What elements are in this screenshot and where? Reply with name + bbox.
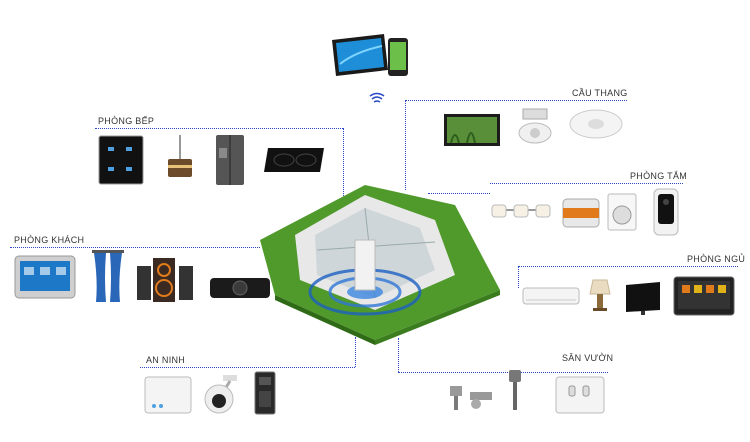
smartphone-icon [387, 37, 409, 77]
garden-lamp-icon [506, 370, 524, 412]
refrigerator-icon [215, 134, 245, 186]
tablet-icon [330, 32, 392, 78]
connector-living [10, 247, 260, 248]
smart-house-model [255, 180, 500, 345]
touch-switch-icon [98, 135, 144, 185]
washing-machine-icon [607, 193, 637, 231]
connector-stairs [405, 100, 627, 101]
connector-bathroom-2 [428, 193, 490, 194]
label-kitchen: PHÒNG BẾP [98, 116, 155, 126]
motion-sensor-icon [568, 108, 624, 140]
connector-security [140, 367, 355, 368]
table-lamp-icon [589, 278, 611, 312]
label-stairs: CẦU THANG [572, 88, 628, 98]
sprinkler-icon [446, 382, 496, 412]
curtain-icon [92, 250, 124, 302]
aquarium-icon [443, 113, 501, 147]
wall-switch-icon [555, 376, 605, 414]
label-security: AN NINH [146, 355, 186, 365]
water-heater-icon [562, 198, 600, 228]
label-bathroom: PHÒNG TẮM [630, 171, 688, 181]
connector-kitchen-down [343, 128, 344, 196]
ptz-camera-icon [201, 375, 241, 415]
speaker-system-icon [135, 258, 195, 302]
access-keypad-icon [254, 371, 276, 415]
touch-panel-icon [14, 255, 76, 299]
wifi-icon [369, 92, 385, 106]
connector-bathroom [490, 183, 683, 184]
connector-security-up [355, 337, 356, 367]
connector-garden [398, 372, 608, 373]
label-garden: SÂN VƯỜN [562, 353, 614, 363]
projector-icon [208, 275, 272, 301]
pendant-lamp-icon [165, 135, 195, 183]
connector-garden-up [398, 338, 399, 372]
label-bedroom: PHÒNG NGỦ [687, 254, 746, 264]
security-hub-icon [144, 376, 192, 414]
television-icon [624, 282, 662, 316]
connector-kitchen [95, 128, 343, 129]
ceiling-speaker-icon [517, 107, 553, 145]
induction-cooktop-icon [262, 146, 326, 174]
control-panel-icon [673, 276, 735, 316]
bath-light-icon [490, 200, 552, 222]
label-living: PHÒNG KHÁCH [14, 235, 85, 245]
connector-bedroom-down [518, 266, 519, 288]
door-camera-icon [653, 188, 679, 236]
air-conditioner-icon [522, 287, 580, 305]
connector-bedroom [518, 266, 738, 267]
connector-stairs-down [405, 100, 406, 190]
